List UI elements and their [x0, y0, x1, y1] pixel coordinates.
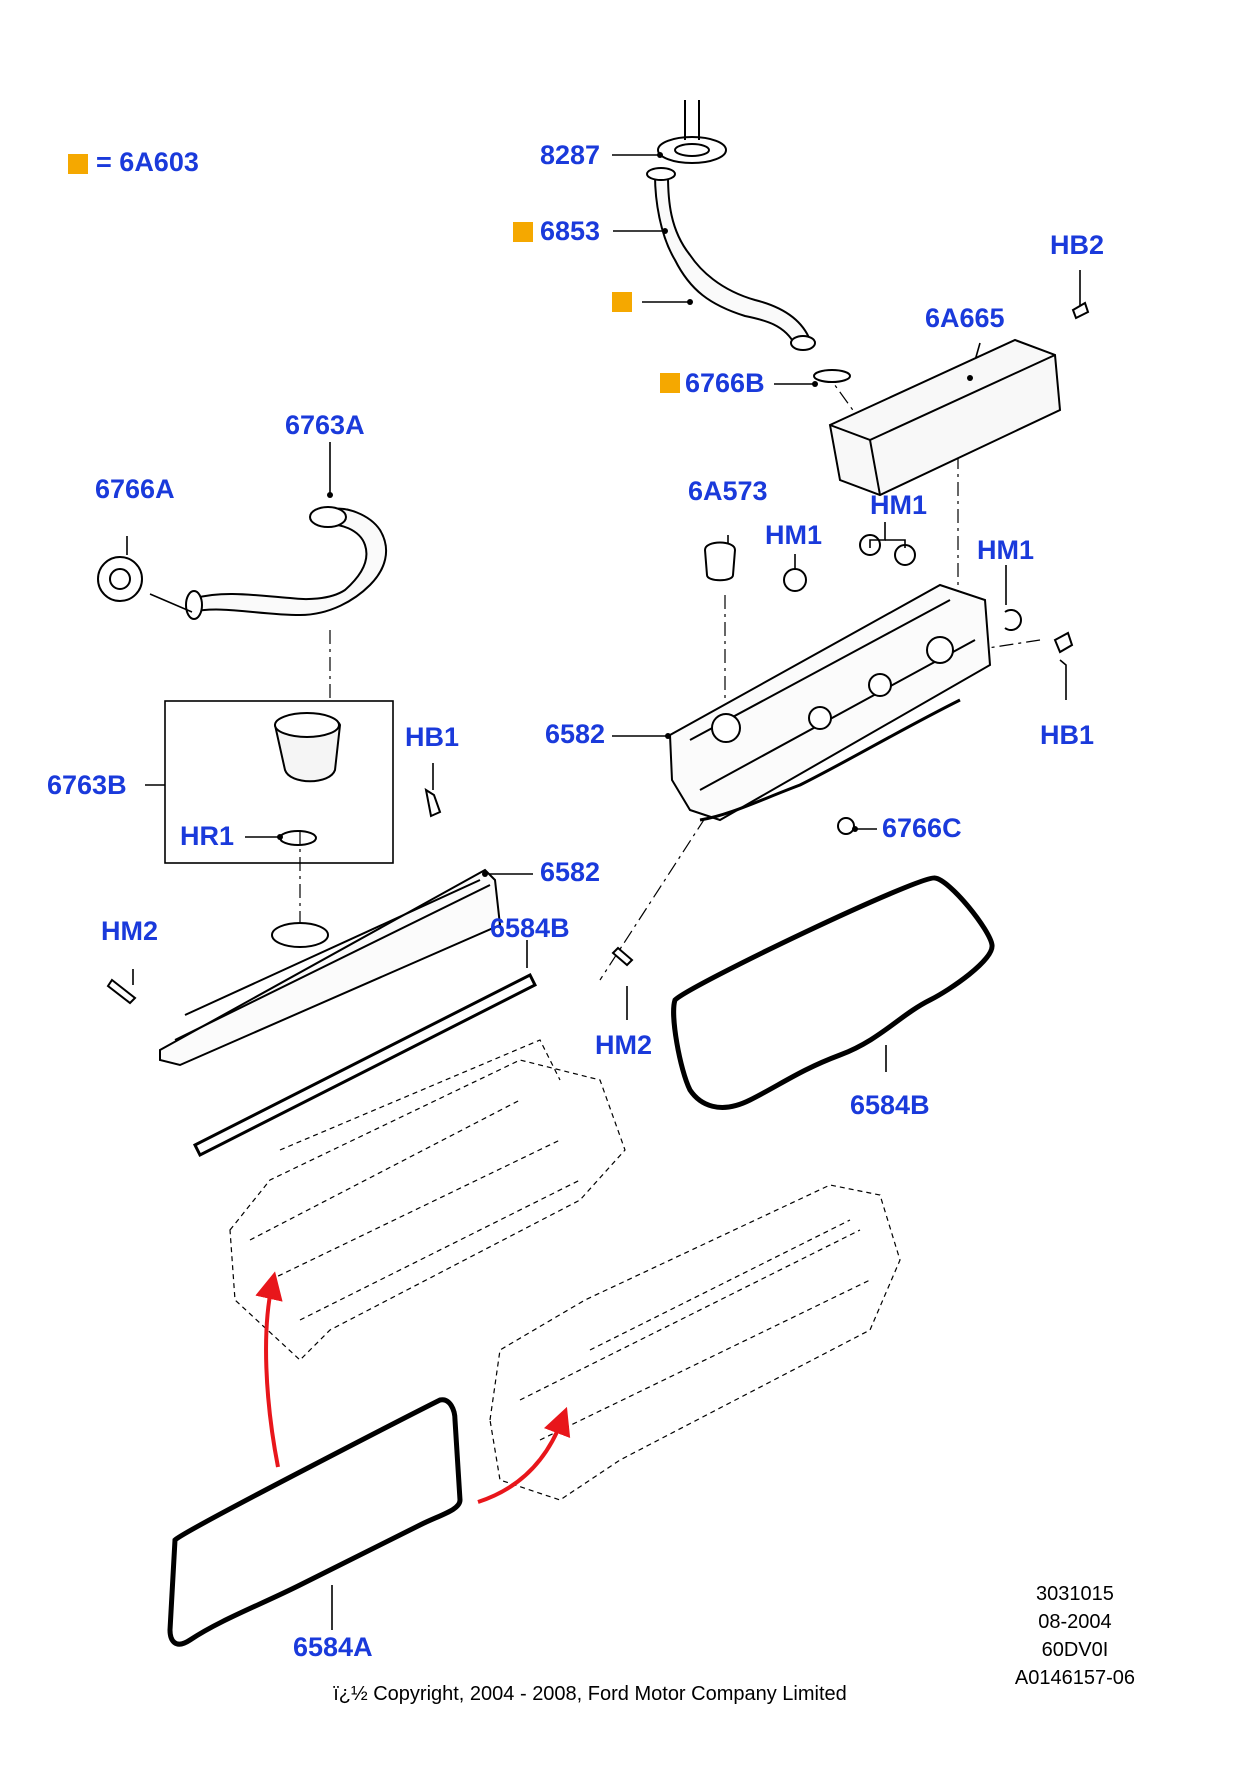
callout-hm1-left: HM1 [765, 520, 823, 550]
callout-6582-left: 6582 [540, 857, 601, 887]
leader-dots [277, 152, 973, 877]
callout-6582-right: 6582 [545, 719, 606, 749]
reference-line: 3031015 [1036, 1583, 1114, 1605]
callout-6766b: 6766B [685, 368, 765, 398]
assembly-arrows [255, 1271, 571, 1504]
callout-hm2-right: HM2 [595, 1030, 653, 1060]
reference-line: 08-2004 [1038, 1611, 1112, 1633]
callout-6a573: 6A573 [688, 476, 768, 506]
legend-square [612, 292, 632, 312]
callout-hb2: HB2 [1050, 230, 1105, 260]
callout-hb1-right: HB1 [1040, 720, 1095, 750]
legend-square [513, 222, 533, 242]
callout-6584b-left: 6584B [490, 913, 570, 943]
legend-square [660, 373, 680, 393]
callout-6a665: 6A665 [925, 303, 1005, 333]
callout-6766c: 6766C [882, 813, 962, 843]
callout-hm1-right: HM1 [977, 535, 1035, 565]
callout-hb1-left: HB1 [405, 722, 460, 752]
cylinder-heads [229, 1039, 901, 1501]
leader-lines [126, 154, 1081, 1630]
callout-hr1: HR1 [180, 821, 235, 851]
reference-block: 3031015 08-2004 60DV0I A0146157-06 [1015, 1580, 1135, 1692]
callout-6584a: 6584A [293, 1632, 373, 1662]
callout-6766a: 6766A [95, 474, 175, 504]
callout-6584b-right: 6584B [850, 1090, 930, 1120]
legend-square [68, 154, 88, 174]
callout-hm2-left: HM2 [101, 916, 159, 946]
callout-6853: 6853 [540, 216, 601, 246]
callout-6763a: 6763A [285, 410, 365, 440]
part-shapes [97, 100, 1090, 1647]
callout-hm1-top: HM1 [870, 490, 928, 520]
callout-6763b: 6763B [47, 770, 127, 800]
copyright-notice: ï¿½ Copyright, 2004 - 2008, Ford Motor C… [333, 1683, 847, 1705]
callout-8287: 8287 [540, 140, 601, 170]
legend-equals: = 6A603 [96, 147, 199, 177]
reference-line: A0146157-06 [1014, 1667, 1135, 1689]
reference-line: 60DV0I [1041, 1639, 1109, 1661]
